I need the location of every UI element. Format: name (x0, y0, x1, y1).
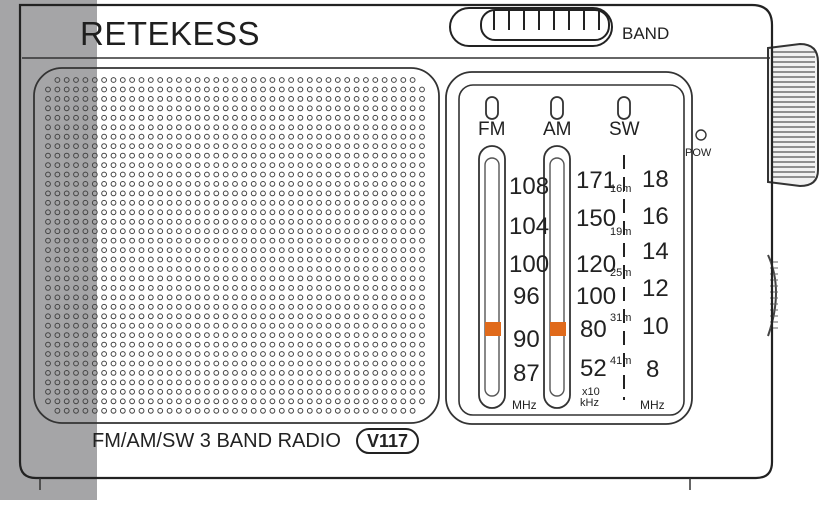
sw-scale-mark: 14 (642, 238, 669, 265)
am-scale-tube (543, 145, 571, 409)
am-scale-mark: 80 (580, 316, 607, 343)
speaker-grille-frame (33, 67, 440, 424)
sw-scale-mark: 12 (642, 275, 669, 302)
fm-scale-mark: 87 (513, 360, 540, 387)
am-scale-mark: 100 (576, 283, 617, 310)
sw-scale-mark: 16 (642, 203, 669, 230)
model-badge: V117 (356, 428, 420, 454)
fm-scale-mark: 96 (513, 283, 540, 310)
am-tuning-pointer (550, 322, 566, 336)
am-unit: kHz (580, 397, 599, 409)
sw-scale-mark: 10 (642, 313, 669, 340)
power-led (695, 129, 707, 141)
band-label-am: AM (543, 119, 572, 140)
band-label-sw: SW (609, 119, 640, 140)
sw-meter-band: 41m (610, 355, 632, 367)
fm-scale-mark: 100 (509, 251, 550, 278)
am-scale-mark: 171 (576, 167, 617, 194)
sw-scale-mark: 18 (642, 166, 669, 193)
sw-meter-band: 25m (610, 267, 632, 279)
fm-scale-mark: 104 (509, 213, 550, 240)
sw-unit: MHz (640, 398, 665, 412)
am-unit-multiplier: x10 (582, 386, 600, 398)
am-scale-mark: 52 (580, 355, 607, 382)
tuning-knob[interactable] (767, 42, 819, 188)
sw-indicator-lamp (617, 96, 631, 120)
model-description: FM/AM/SW 3 BAND RADIO (92, 430, 341, 452)
am-scale-mark: 120 (576, 251, 617, 278)
band-switch-label: BAND (622, 24, 670, 43)
fm-tuning-pointer (485, 322, 501, 336)
fm-unit: MHz (512, 398, 537, 412)
sw-meter-band: 31m (610, 312, 632, 324)
band-label-fm: FM (478, 119, 506, 140)
fm-scale-tube (478, 145, 506, 409)
sw-meter-band: 19m (610, 226, 632, 238)
brand-logo: RETEKESS (80, 15, 261, 52)
fm-scale-mark: 108 (509, 173, 550, 200)
speaker-grille (45, 77, 425, 414)
sw-meter-band: 16m (610, 183, 632, 195)
dial-panel-inner (458, 84, 685, 416)
fm-scale-mark: 90 (513, 326, 540, 353)
radio-outline (18, 3, 774, 480)
left-shade (0, 0, 97, 500)
am-scale-mark: 150 (576, 205, 617, 232)
band-switch[interactable] (449, 7, 613, 47)
dial-panel-outer (445, 71, 693, 425)
am-indicator-lamp (550, 96, 564, 120)
sw-scale-mark: 8 (646, 356, 660, 383)
power-indicator-label: POW (685, 147, 712, 159)
fm-indicator-lamp (485, 96, 499, 120)
